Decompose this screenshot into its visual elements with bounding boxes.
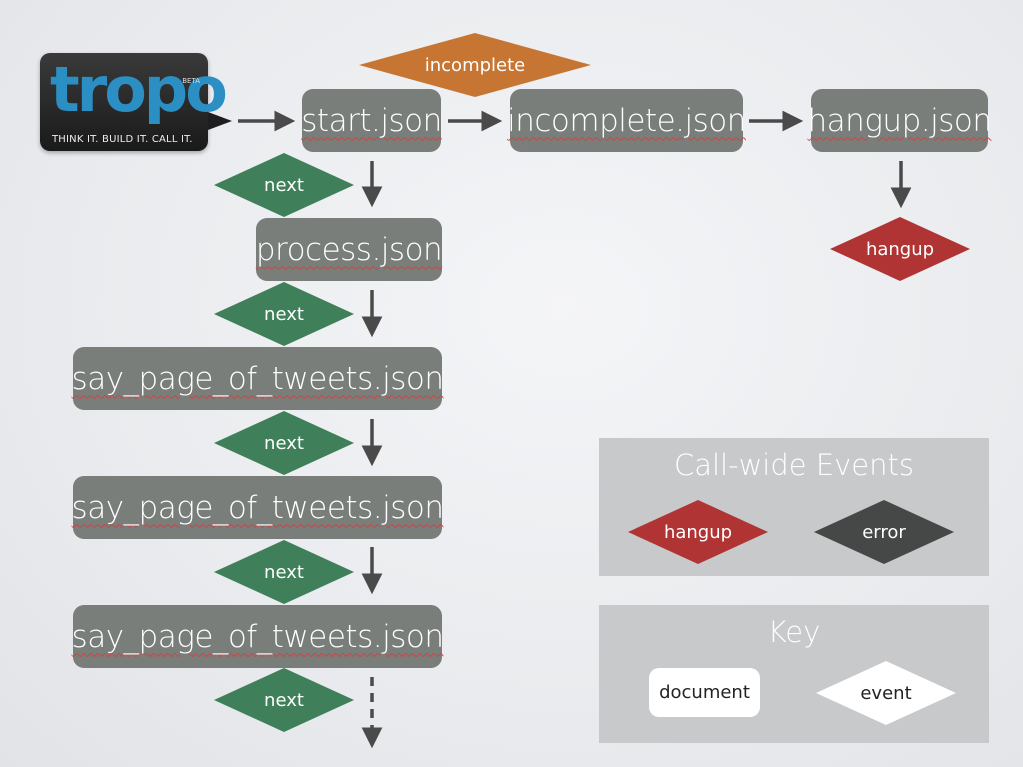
event-next-5: next xyxy=(214,668,354,732)
key-panel: Key document event xyxy=(599,605,989,743)
callwide-event-hangup-label: hangup xyxy=(663,521,733,543)
event-hangup: hangup xyxy=(830,217,970,281)
event-next-1-label: next xyxy=(264,174,304,196)
event-incomplete: incomplete xyxy=(359,33,591,97)
callwide-event-error-label: error xyxy=(862,521,906,543)
event-next-4-label: next xyxy=(264,561,304,583)
event-incomplete-label: incomplete xyxy=(424,54,526,76)
key-event-sample: event xyxy=(816,661,956,725)
tropo-logo: tropo BETA THINK IT. BUILD IT. CALL IT. xyxy=(40,53,228,151)
event-next-3: next xyxy=(214,411,354,475)
event-next-4: next xyxy=(214,540,354,604)
logo-tagline: THINK IT. BUILD IT. CALL IT. xyxy=(52,134,193,145)
doc-say-page-2: say_page_of_tweets.json xyxy=(72,476,444,539)
callwide-event-error: error xyxy=(814,500,954,564)
event-next-5-label: next xyxy=(264,689,304,711)
key-document-sample: document xyxy=(649,668,760,717)
callwide-event-hangup: hangup xyxy=(628,500,768,564)
logo-beta-label: BETA xyxy=(182,77,200,85)
event-next-3-label: next xyxy=(264,432,304,454)
callwide-events-title: Call-wide Events xyxy=(673,448,915,482)
logo-wordmark: tropo xyxy=(50,53,228,126)
key-event-sample-label: event xyxy=(860,682,912,704)
callwide-events-panel: Call-wide Events hangup error xyxy=(599,438,989,576)
event-hangup-label: hangup xyxy=(865,238,935,260)
doc-say-page-3: say_page_of_tweets.json xyxy=(72,605,444,668)
doc-start: start.json xyxy=(301,89,442,152)
event-next-1: next xyxy=(214,153,354,217)
doc-incomplete: incomplete.json xyxy=(507,89,746,152)
event-next-2: next xyxy=(214,282,354,346)
key-title: Key xyxy=(767,615,821,649)
doc-say-page-1: say_page_of_tweets.json xyxy=(72,347,444,410)
logo-speech-tail xyxy=(208,112,232,130)
doc-hangup: hangup.json xyxy=(808,89,992,152)
event-next-2-label: next xyxy=(264,303,304,325)
doc-process: process.json xyxy=(256,218,443,281)
